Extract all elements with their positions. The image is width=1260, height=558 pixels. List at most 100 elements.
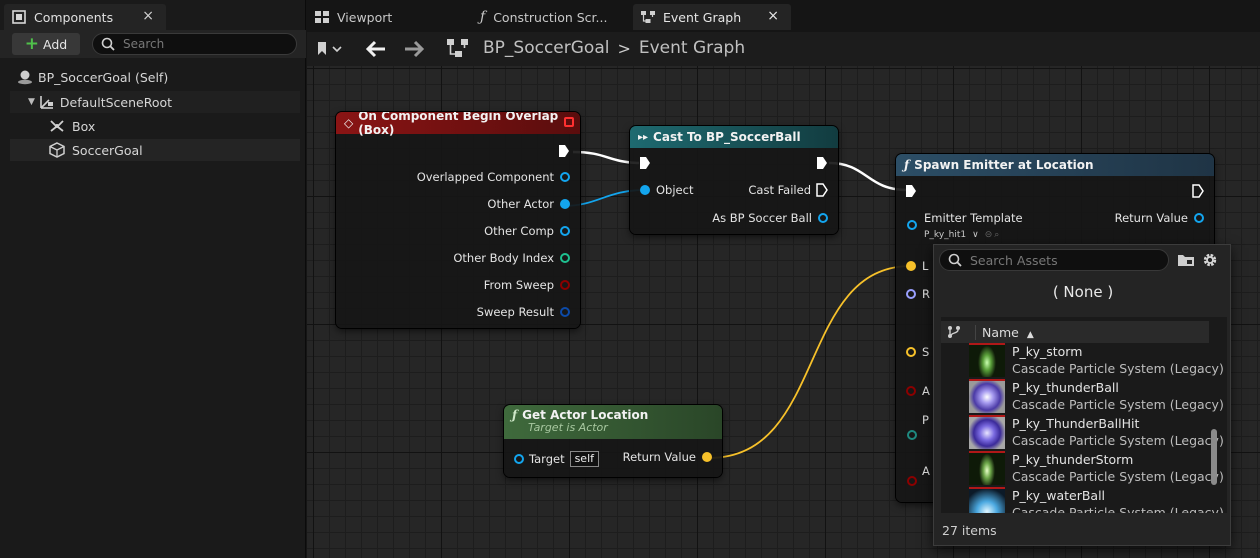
pin-overlapped-component[interactable]: Overlapped Component: [417, 169, 570, 185]
breadcrumb: BP_SoccerGoal > Event Graph: [447, 38, 745, 58]
object-pin-icon[interactable]: [640, 185, 650, 195]
item-count: 27 items: [942, 523, 997, 538]
asset-row-storm[interactable]: P_ky_storm Cascade Particle System (Lega…: [969, 343, 1224, 379]
struct-pin-icon[interactable]: [560, 307, 570, 317]
asset-row-thunder-ball-hit[interactable]: P_ky_ThunderBallHit Cascade Particle Sys…: [969, 415, 1224, 451]
emitter-template-dropdown[interactable]: P_ky_hit1 ∨ ⊝ ⌕: [924, 227, 999, 243]
pin-other-comp[interactable]: Other Comp: [484, 223, 570, 239]
pin-auto-activate[interactable]: A: [906, 463, 930, 479]
object-pin-icon[interactable]: [560, 199, 570, 209]
asset-picker-popup: Search Assets ( None ) Name ▲ P_ky_storm…: [933, 244, 1231, 546]
event-graph-icon: [447, 39, 468, 57]
asset-row-water-ball[interactable]: P_ky_waterBall Cascade Particle System (…: [969, 487, 1224, 513]
tree-item-default-scene-root[interactable]: ▼ DefaultSceneRoot: [10, 91, 300, 113]
pin-label: Target: [529, 452, 565, 466]
components-tab[interactable]: Components ×: [4, 4, 166, 30]
bool-pin-icon[interactable]: [560, 280, 570, 290]
close-icon[interactable]: ×: [142, 8, 154, 24]
back-arrow-icon[interactable]: [365, 40, 387, 58]
pin-from-sweep[interactable]: From Sweep: [484, 277, 570, 293]
pin-sweep-result[interactable]: Sweep Result: [477, 304, 570, 320]
vector-pin-icon[interactable]: [906, 261, 916, 271]
document-tabs: Viewport ƒ Construction Scr... Event Gra…: [307, 0, 1260, 32]
pin-location[interactable]: L: [906, 258, 928, 274]
column-header-name[interactable]: Name ▲: [975, 324, 1034, 340]
function-icon: ƒ: [512, 408, 518, 422]
node-begin-overlap[interactable]: ◇ On Component Begin Overlap (Box) Overl…: [336, 112, 580, 328]
components-search-input[interactable]: Search: [92, 33, 297, 55]
exec-out-pin[interactable]: [558, 144, 570, 158]
pin-other-body-index[interactable]: Other Body Index: [453, 250, 570, 266]
expand-arrow-icon[interactable]: ▼: [28, 97, 35, 107]
vector-pin-icon[interactable]: [906, 347, 916, 357]
tab-label: Viewport: [337, 9, 393, 25]
folder-icon[interactable]: [1177, 253, 1195, 267]
bookmark-icon[interactable]: [317, 42, 343, 56]
pin-other-actor[interactable]: Other Actor: [487, 196, 570, 212]
asset-row-thunder-ball[interactable]: P_ky_thunderBall Cascade Particle System…: [969, 379, 1224, 415]
asset-type: Cascade Particle System (Legacy): [1012, 469, 1224, 484]
asset-name: P_ky_storm: [1012, 344, 1083, 359]
asset-type: Cascade Particle System (Legacy): [1012, 361, 1224, 376]
asset-type: Cascade Particle System (Legacy): [1012, 433, 1224, 448]
node-get-actor-location[interactable]: ƒ Get Actor Location Target is Actor Tar…: [504, 405, 722, 477]
scene-root-icon: [40, 96, 53, 109]
asset-list-scrollbar[interactable]: [1211, 429, 1217, 485]
asset-name: P_ky_ThunderBallHit: [1012, 416, 1140, 431]
add-component-button[interactable]: + Add: [12, 33, 80, 55]
target-self-field[interactable]: self: [569, 451, 600, 467]
enum-pin-icon[interactable]: [907, 430, 917, 440]
exec-out-pin[interactable]: [816, 156, 828, 170]
object-pin-icon[interactable]: [514, 454, 524, 464]
exec-in-pin[interactable]: [905, 184, 917, 198]
pin-rotation[interactable]: R: [906, 286, 930, 302]
particle-thumbnail: [969, 487, 1005, 513]
pin-return-value[interactable]: Return Value: [1115, 210, 1204, 226]
pin-pooling-method[interactable]: P: [906, 412, 929, 428]
node-cast-to-soccer-ball[interactable]: ▸▸ Cast To BP_SoccerBall Object Cast Fai…: [630, 126, 838, 234]
object-pin-icon[interactable]: [907, 220, 917, 230]
object-pin-icon[interactable]: [560, 172, 570, 182]
components-toolbar: + Add Search: [0, 30, 306, 58]
breadcrumb-blueprint[interactable]: BP_SoccerGoal: [483, 38, 610, 58]
object-pin-icon[interactable]: [560, 226, 570, 236]
browse-icon[interactable]: ⌕: [994, 230, 1000, 240]
exec-in-pin[interactable]: [639, 156, 651, 170]
int-pin-icon[interactable]: [560, 253, 570, 263]
tab-construction-script[interactable]: ƒ Construction Scr...: [472, 4, 632, 30]
pin-label: Return Value: [622, 450, 696, 464]
tab-event-graph[interactable]: Event Graph ×: [633, 4, 791, 30]
exec-out-pin[interactable]: [816, 183, 828, 197]
asset-search-input[interactable]: Search Assets: [939, 249, 1169, 271]
none-option[interactable]: ( None ): [1052, 283, 1114, 301]
source-control-icon[interactable]: [947, 325, 961, 339]
tab-viewport[interactable]: Viewport: [307, 4, 467, 30]
tree-item-self[interactable]: BP_SoccerGoal (Self): [10, 66, 300, 88]
pin-scale[interactable]: S: [906, 344, 929, 360]
asset-row-thunder-storm[interactable]: P_ky_thunderStorm Cascade Particle Syste…: [969, 451, 1224, 487]
close-icon[interactable]: ×: [767, 8, 779, 24]
rotator-pin-icon[interactable]: [906, 289, 916, 299]
asset-name: P_ky_waterBall: [1012, 488, 1106, 503]
delegate-pin[interactable]: [564, 117, 574, 127]
gear-icon[interactable]: [1201, 251, 1219, 269]
tree-item-soccer-goal[interactable]: SoccerGoal: [10, 139, 300, 161]
pin-target[interactable]: Target self: [514, 451, 600, 467]
exec-out-pin[interactable]: [1192, 184, 1204, 198]
bool-pin-icon[interactable]: [906, 386, 916, 396]
tree-item-box[interactable]: Box: [10, 115, 300, 137]
vector-pin-icon[interactable]: [702, 452, 712, 462]
bool-pin-icon[interactable]: [907, 476, 917, 486]
pin-auto-destroy[interactable]: A: [906, 383, 930, 399]
breadcrumb-graph[interactable]: Event Graph: [638, 38, 746, 58]
object-pin-icon[interactable]: [1194, 213, 1204, 223]
pin-object[interactable]: Object: [640, 182, 693, 198]
forward-arrow-icon[interactable]: [403, 40, 425, 58]
pin-return-value[interactable]: Return Value: [623, 449, 712, 465]
pin-as-soccer-ball[interactable]: As BP Soccer Ball: [712, 210, 828, 226]
static-mesh-icon: [49, 142, 65, 158]
object-pin-icon[interactable]: [818, 213, 828, 223]
pin-cast-failed[interactable]: Cast Failed: [748, 182, 828, 198]
use-selected-icon[interactable]: ⊝: [984, 230, 993, 240]
tree-item-label: BP_SoccerGoal (Self): [38, 69, 169, 85]
